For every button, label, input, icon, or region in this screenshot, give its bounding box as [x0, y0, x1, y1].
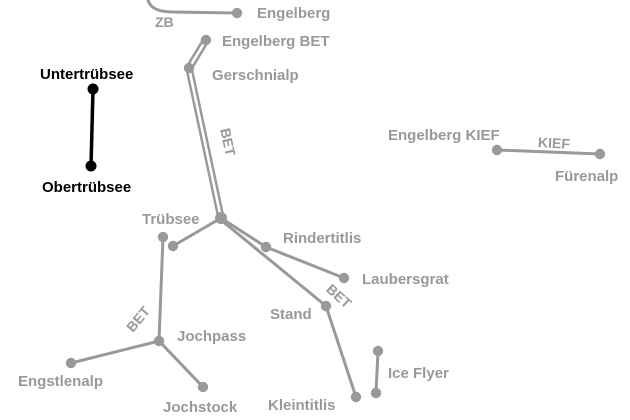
line-label-bet-funicular: BET: [217, 127, 239, 158]
station-label-untertruebsee[interactable]: Untertrübsee: [40, 66, 133, 83]
station-label-truebsee[interactable]: Trübsee: [142, 211, 200, 228]
station-dot-jochpass[interactable]: [153, 335, 165, 347]
station-dot-truebsee-2[interactable]: [167, 240, 179, 252]
station-dot-engelberg[interactable]: [231, 7, 243, 19]
station-label-jochstock[interactable]: Jochstock: [163, 399, 238, 416]
station-dot-fuerenalp[interactable]: [594, 148, 606, 160]
station-label-rindertitlis[interactable]: Rindertitlis: [283, 230, 361, 247]
station-dot-rindertitlis[interactable]: [260, 241, 272, 253]
station-label-laubersgrat[interactable]: Laubersgrat: [362, 271, 449, 288]
station-label-stand[interactable]: Stand: [270, 306, 312, 323]
line-label-kief: KIEF: [538, 134, 571, 152]
station-dot-truebsee-1[interactable]: [157, 231, 169, 243]
line-zb: [146, 0, 239, 15]
line-untertruebsee-obertruebsee: [89, 87, 95, 168]
station-dot-ice-flyer-top[interactable]: [372, 345, 384, 357]
line-bet-truebsee-stand: [219, 218, 328, 308]
station-label-gerschnialp[interactable]: Gerschnialp: [212, 67, 299, 84]
station-label-engelberg[interactable]: Engelberg: [257, 5, 330, 22]
station-dot-engelberg-kief[interactable]: [491, 144, 503, 156]
station-labels: Engelberg Engelberg BET Gerschnialp Unte…: [18, 5, 618, 416]
line-label-zb: ZB: [155, 14, 174, 30]
station-dot-gerschnialp[interactable]: [183, 62, 195, 74]
station-dots: [65, 7, 606, 403]
line-bet-truebsee-jochpass: [157, 235, 165, 343]
map-edges: [69, 0, 602, 399]
station-dot-engelberg-bet[interactable]: [200, 34, 212, 46]
line-truebsee-spur: [171, 216, 223, 248]
line-labels: ZB BET BET BET KIEF: [123, 14, 571, 335]
station-dot-ice-flyer-bottom[interactable]: [370, 387, 382, 399]
station-label-engelberg-bet[interactable]: Engelberg BET: [222, 33, 330, 50]
line-stand-kleintitlis: [324, 304, 358, 399]
line-jochpass-jochstock: [157, 339, 205, 389]
station-label-ice-flyer[interactable]: Ice Flyer: [388, 365, 449, 382]
station-dot-laubersgrat[interactable]: [338, 272, 350, 284]
station-dot-untertruebsee[interactable]: [87, 83, 99, 95]
line-jochpass-engstlenalp: [69, 339, 161, 365]
station-dot-jochstock[interactable]: [197, 381, 209, 393]
station-label-jochpass[interactable]: Jochpass: [177, 328, 246, 345]
station-label-obertruebsee[interactable]: Obertrübsee: [42, 179, 131, 196]
station-dot-stand[interactable]: [320, 300, 332, 312]
station-label-engelberg-kief[interactable]: Engelberg KIEF: [388, 127, 500, 144]
station-dot-kleintitlis[interactable]: [350, 391, 362, 403]
line-ice-flyer: [374, 349, 380, 395]
station-label-fuerenalp[interactable]: Fürenalp: [555, 168, 618, 185]
station-label-kleintitlis[interactable]: Kleintitlis: [268, 397, 336, 414]
station-dot-truebsee-junction[interactable]: [215, 212, 227, 224]
line-kief: [495, 148, 602, 156]
station-label-engstlenalp[interactable]: Engstlenalp: [18, 373, 103, 390]
station-dot-engstlenalp[interactable]: [65, 357, 77, 369]
line-label-bet-jochpass: BET: [123, 303, 154, 335]
station-dot-obertruebsee[interactable]: [85, 160, 97, 172]
